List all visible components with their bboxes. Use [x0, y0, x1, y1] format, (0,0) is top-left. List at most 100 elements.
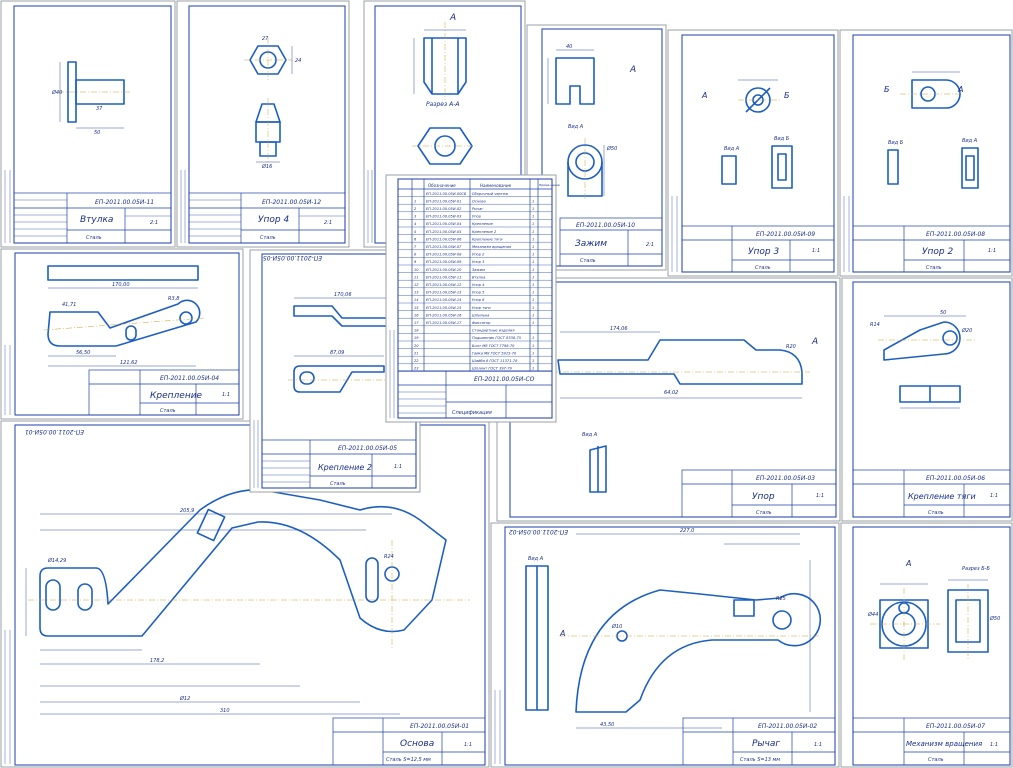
- spec-name: Шайба 8 ГОСТ 11371-78: [472, 359, 518, 363]
- spec-qty: 1: [532, 321, 534, 325]
- spec-pos: 8: [414, 253, 417, 257]
- dim-label: 170,00: [112, 282, 130, 288]
- spec-designation: ЕП-2011.00.05И-09: [426, 260, 462, 264]
- material: Сталь: [756, 510, 772, 516]
- scale: 1:1: [222, 392, 230, 398]
- drawing-code-rotated: ЕП-2011.00.05И-01: [25, 428, 84, 435]
- spec-name: Подшипник ГОСТ 8338-75: [472, 336, 522, 340]
- spec-designation: ЕП-2011.00.05И-06: [426, 237, 462, 241]
- dim-label: 27: [262, 36, 269, 42]
- view-label: Вид А: [528, 556, 544, 562]
- spec-pos: 20: [414, 344, 419, 348]
- spec-designation: ЕП-2011.00.05И-02: [426, 207, 462, 211]
- part-view: [878, 315, 976, 409]
- scale: 1:1: [394, 464, 402, 470]
- title-block: [88, 369, 240, 416]
- spec-header-note: Приме-чание: [539, 183, 560, 187]
- spec-pos: 4: [414, 222, 417, 226]
- spec-pos: 7: [414, 245, 417, 249]
- spec-name: Втулка: [472, 275, 485, 279]
- part-name: Крепление: [150, 391, 203, 401]
- spec-name: Упор 5: [472, 291, 485, 295]
- part-name: Упор 4: [258, 215, 289, 225]
- scale: 1:1: [816, 493, 824, 499]
- spec-pos: 14: [414, 298, 419, 302]
- title-block: [682, 717, 836, 766]
- view-label: Вид А: [724, 146, 740, 152]
- spec-qty: 1: [532, 336, 534, 340]
- spec-name: Сборочный чертеж: [472, 192, 509, 196]
- spec-pos: 23: [414, 367, 419, 371]
- spec-name: Упор тяги: [472, 306, 491, 310]
- view-label: Вид А: [568, 124, 584, 130]
- drawing-code-rotated: ЕП-2011.00.05И-05: [263, 254, 322, 261]
- spec-name: Болт М8 ГОСТ 7798-70: [472, 344, 515, 348]
- spec-pos: 13: [414, 291, 419, 295]
- sheet-mekhanizm-vrashcheniya: А Разрез Б-Б Ø44 Ø50 ЕП-2011.00.05И-07 М…: [840, 522, 1013, 768]
- drawing-code: ЕП-2011.00.05И-07: [926, 723, 985, 730]
- part-name: Втулка: [80, 215, 113, 225]
- dim-label: 205,9: [180, 508, 194, 514]
- spec-qty: 1: [532, 207, 534, 211]
- title-block: [681, 469, 837, 518]
- dim-label: 50: [94, 130, 100, 136]
- part-name: Упор 2: [922, 247, 953, 257]
- spec-qty: 1: [532, 260, 534, 264]
- spec-pos: 15: [414, 306, 419, 310]
- spec-designation: ЕП-2011.00.05И-05: [426, 230, 462, 234]
- view-label: А: [559, 629, 565, 638]
- scale: 2:1: [646, 242, 654, 248]
- view-label: Б: [784, 91, 790, 100]
- spec-pos: 16: [414, 313, 419, 317]
- section-label: Разрез А-А: [426, 101, 459, 108]
- material: Сталь: [330, 481, 346, 487]
- spec-qty: 1: [532, 268, 534, 272]
- title-block: [261, 439, 417, 489]
- drawing-code: ЕП-2011.00.05И-12: [262, 199, 321, 206]
- spec-designation: ЕП-2011.00.05И-14: [426, 298, 462, 302]
- spec-qty: 1: [532, 237, 534, 241]
- spec-qty: 1: [532, 291, 534, 295]
- spec-pos: 17: [414, 321, 419, 325]
- part-view: [721, 79, 793, 189]
- dim-label: Ø50: [606, 145, 617, 152]
- spec-qty: 1: [532, 222, 534, 226]
- material: Сталь: [160, 408, 176, 414]
- title-block: [188, 192, 346, 244]
- dim-label: Ø10: [611, 623, 622, 630]
- spec-pos: 1: [414, 199, 416, 203]
- spec-pos: 9: [414, 260, 417, 264]
- title-block: [852, 225, 1011, 273]
- part-name: Крепление тяги: [908, 492, 976, 501]
- view-label: А: [449, 13, 456, 23]
- dim-label: R20: [786, 344, 796, 350]
- part-view: [552, 331, 810, 493]
- scale: 1:1: [988, 248, 996, 254]
- dim-label: 178,2: [150, 658, 164, 664]
- title-block: [13, 192, 172, 244]
- part-name: Упор: [752, 492, 775, 502]
- spec-designation: ЕП-2011.00.05И-17: [426, 321, 462, 325]
- title-block: [559, 217, 663, 267]
- dim-label: 121,62: [120, 360, 138, 366]
- scale: 1:1: [812, 248, 820, 254]
- spec-qty: 1: [532, 230, 534, 234]
- scale: 1:1: [464, 742, 472, 748]
- dim-label: 37: [96, 106, 103, 112]
- drawing-code: ЕП-2011.00.05И-09: [756, 231, 815, 238]
- part-view: [244, 38, 293, 163]
- material: Сталь: [755, 265, 771, 271]
- spec-designation: ЕП-2011.00.05И-15: [426, 306, 462, 310]
- part-view: [43, 265, 205, 367]
- dim-label: 64,02: [664, 390, 678, 396]
- material: Сталь: [928, 510, 944, 516]
- drawing-code: ЕП-2011.00.05И-СО: [474, 376, 535, 383]
- spec-pos: 19: [414, 336, 419, 340]
- dim-label: Ø14,29: [47, 557, 66, 564]
- spec-designation: ЕП-2011.00.05И-04: [426, 222, 462, 226]
- dim-label: R3,8: [168, 296, 179, 302]
- spec-designation: ЕП-2011.00.05И-03: [426, 215, 462, 219]
